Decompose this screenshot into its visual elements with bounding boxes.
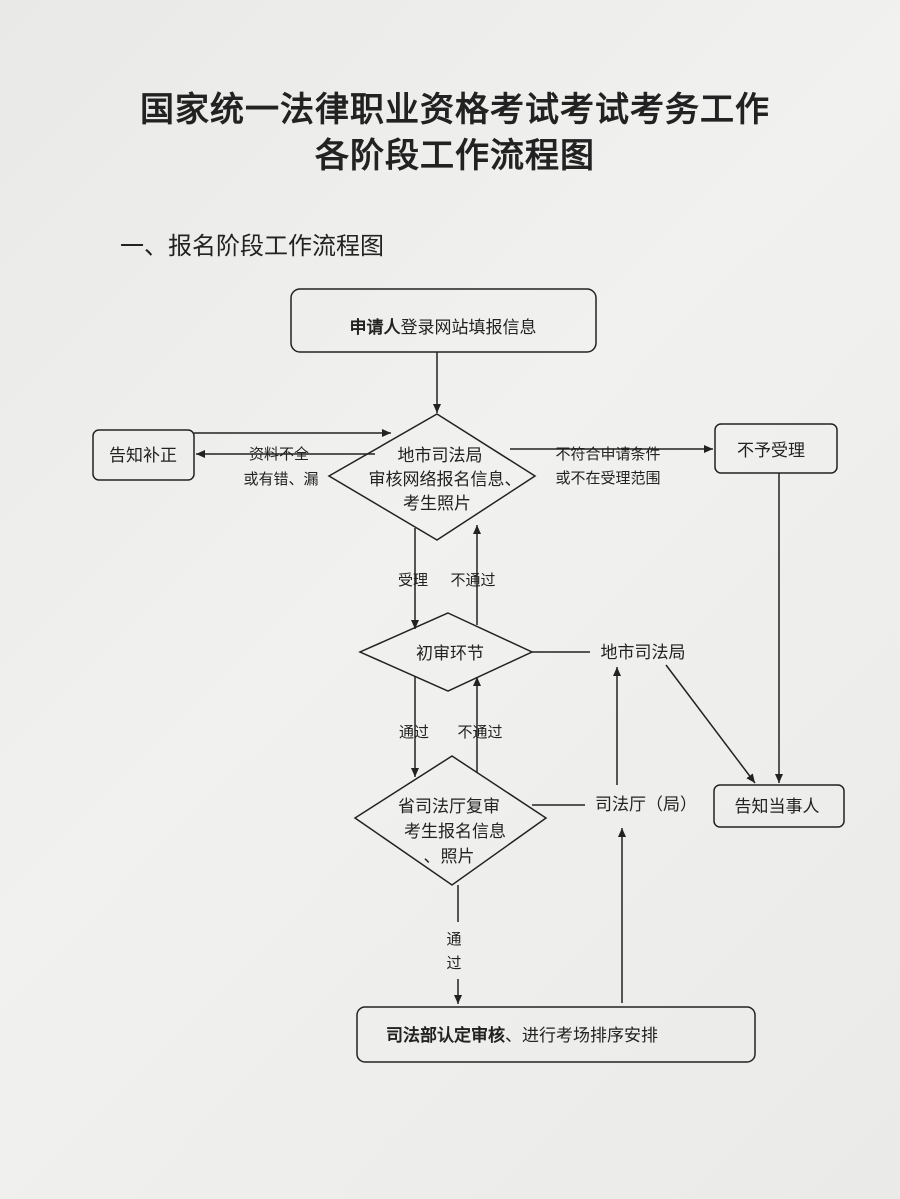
- edge-label-incomplete-2: 或有错、漏: [243, 470, 318, 488]
- edge-label-pass-2-b: 过: [446, 954, 461, 972]
- start-box: [290, 288, 597, 353]
- recheck-diamond: [353, 755, 548, 886]
- initial-review-label: 初审环节: [416, 644, 484, 664]
- correction-box-label: 告知补正: [109, 446, 177, 466]
- edge-label-fail-2: 不通过: [457, 723, 502, 741]
- province-dept-label: 司法厅（局）: [595, 795, 697, 815]
- review-diamond: [327, 413, 537, 541]
- edge-label-fail-1: 不通过: [450, 571, 495, 589]
- correction-box: [92, 429, 195, 481]
- final-box: [356, 1006, 756, 1063]
- page-title-line-1: 国家统一法律职业资格考试考试考务工作: [140, 90, 770, 130]
- notify-box-label: 告知当事人: [735, 797, 820, 817]
- arrow-city-bureau-to-notify: [665, 664, 756, 784]
- edge-label-accept: 受理: [398, 571, 428, 589]
- page-title-line-2: 各阶段工作流程图: [315, 136, 595, 176]
- section-heading: 一、报名阶段工作流程图: [120, 232, 384, 260]
- edge-label-incomplete-1: 资料不全: [249, 445, 309, 463]
- final-box-label: 司法部认定审核、进行考场排序安排: [386, 1025, 658, 1046]
- city-bureau-label: 地市司法局: [601, 643, 686, 663]
- edge-label-pass-2-a: 通: [446, 930, 461, 948]
- recheck-label-line-2: 考生报名信息: [404, 822, 506, 842]
- review-label-line-1: 地市司法局: [398, 446, 483, 466]
- review-label-line-3: 考生照片: [403, 494, 471, 514]
- edge-label-ineligible-1: 不符合申请条件: [555, 445, 660, 463]
- edge-label-ineligible-2: 或不在受理范围: [555, 469, 660, 487]
- reject-box-label: 不予受理: [737, 441, 805, 461]
- recheck-label-line-1: 省司法厅复审: [398, 797, 500, 817]
- recheck-label-line-3: 、照片: [424, 847, 475, 867]
- initial-review-diamond: [358, 612, 534, 692]
- review-label-line-2: 审核网络报名信息、: [369, 470, 522, 490]
- start-box-label: 申请人登录网站填报信息: [350, 317, 537, 338]
- reject-box: [714, 423, 838, 474]
- edge-label-pass-1: 通过: [399, 723, 429, 741]
- notify-box: [713, 784, 845, 828]
